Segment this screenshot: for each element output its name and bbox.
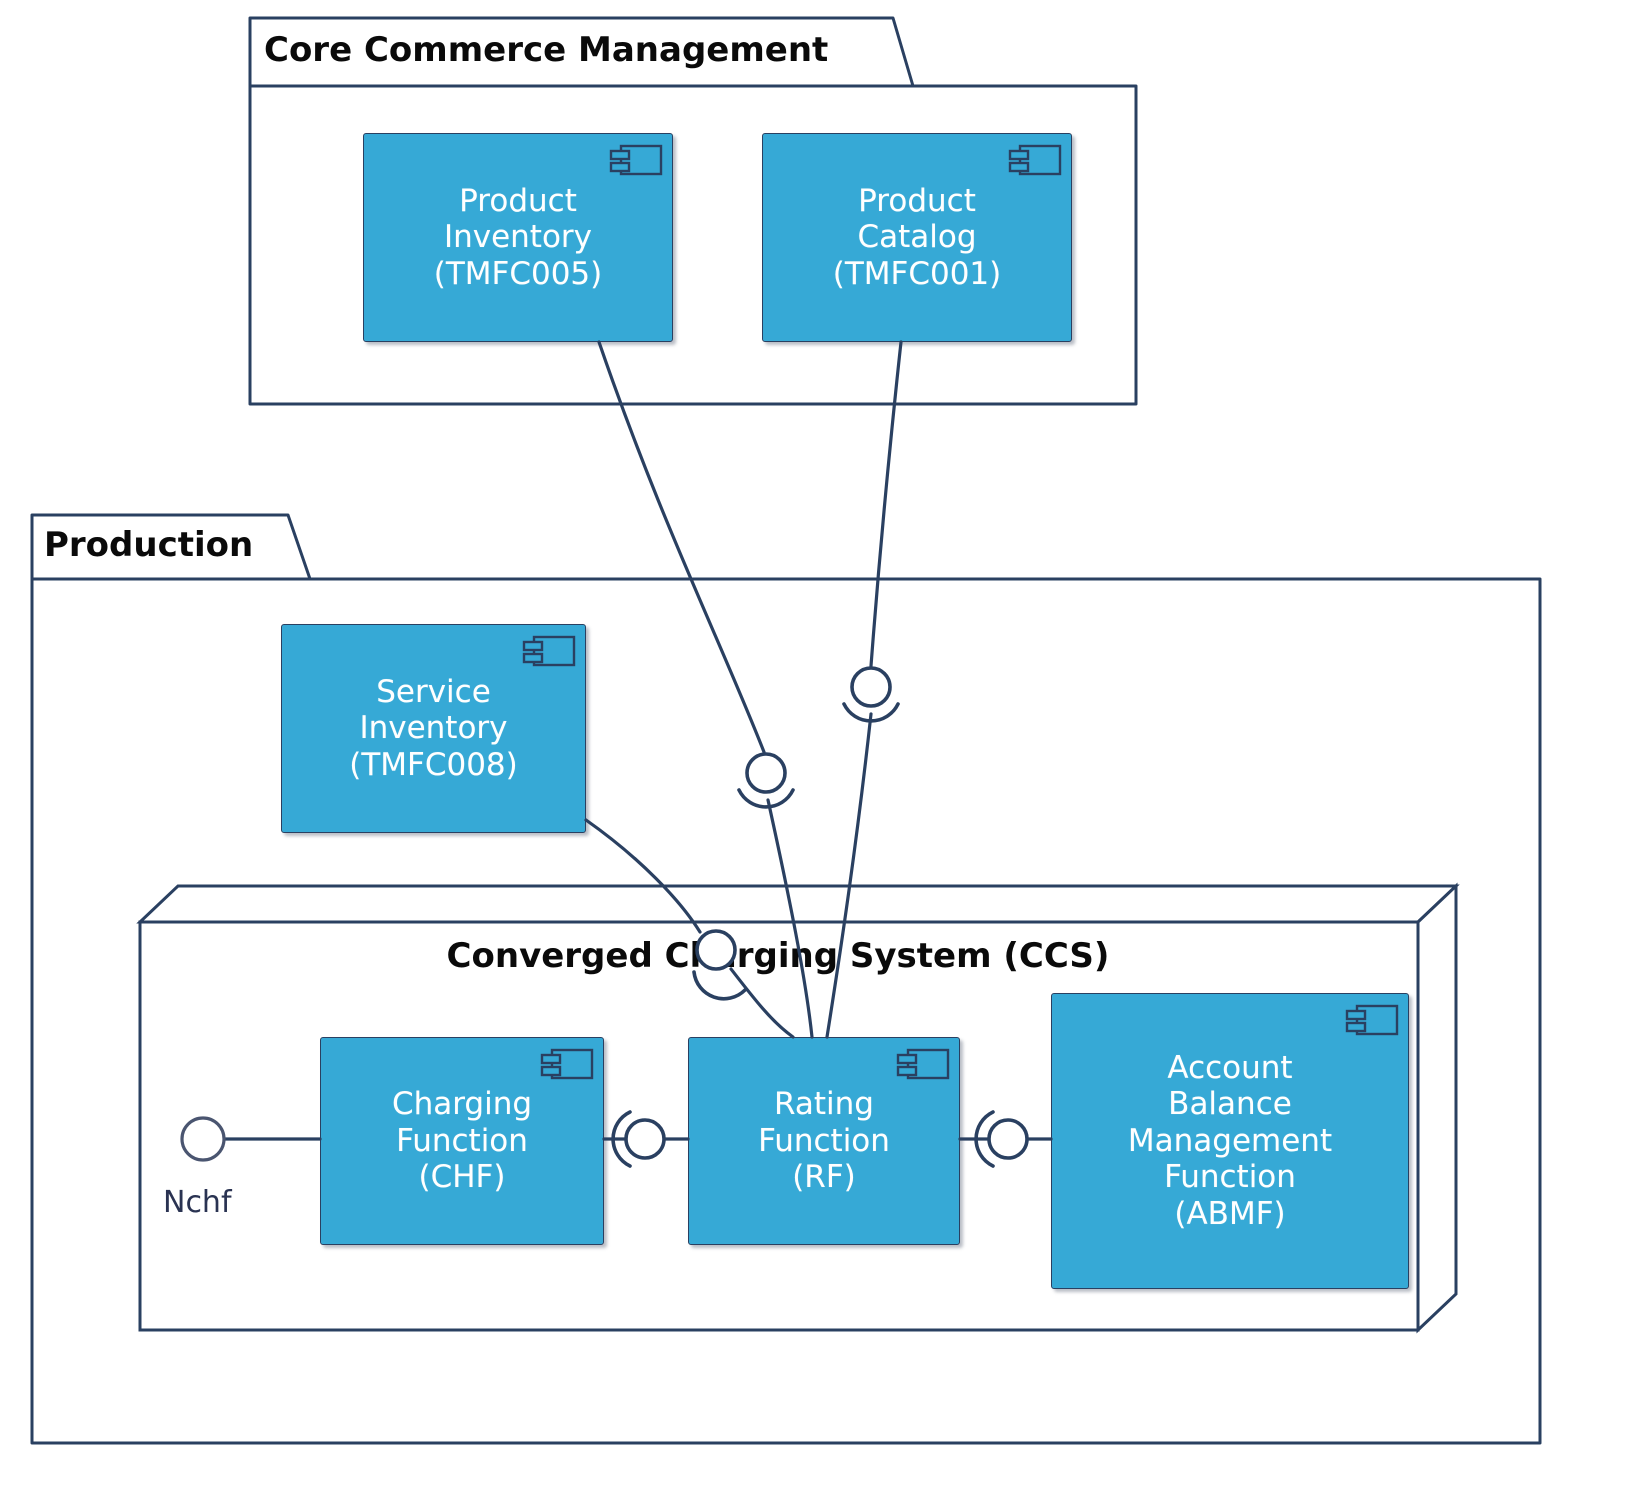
package-production-title: Production (44, 525, 254, 565)
component-abmf[interactable]: Account Balance Management Function (ABM… (1051, 993, 1409, 1289)
component-service-inventory-label: Service Inventory (TMFC008) (349, 673, 518, 783)
uml-component-icon (1345, 1004, 1399, 1036)
component-rating-function[interactable]: Rating Function (RF) (688, 1037, 960, 1245)
uml-component-icon (609, 144, 663, 176)
uml-component-icon (522, 635, 576, 667)
component-rating-function-label: Rating Function (RF) (758, 1086, 890, 1196)
component-product-catalog[interactable]: Product Catalog (TMFC001) (762, 133, 1072, 342)
component-charging-function-label: Charging Function (CHF) (391, 1086, 533, 1196)
uml-component-icon (540, 1048, 594, 1080)
uml-component-icon (896, 1048, 950, 1080)
node-ccs-title: Converged Charging System (CCS) (446, 936, 1110, 976)
component-abmf-label: Account Balance Management Function (ABM… (1127, 1049, 1333, 1232)
component-product-inventory-label: Product Inventory (TMFC005) (433, 182, 603, 292)
component-product-catalog-label: Product Catalog (TMFC001) (832, 182, 1002, 292)
component-charging-function[interactable]: Charging Function (CHF) (320, 1037, 604, 1245)
nchf-interface-label: Nchf (163, 1185, 232, 1220)
uml-component-icon (1008, 144, 1062, 176)
package-core-commerce-management-title: Core Commerce Management (264, 30, 829, 70)
component-service-inventory[interactable]: Service Inventory (TMFC008) (281, 624, 586, 833)
component-product-inventory[interactable]: Product Inventory (TMFC005) (363, 133, 673, 342)
